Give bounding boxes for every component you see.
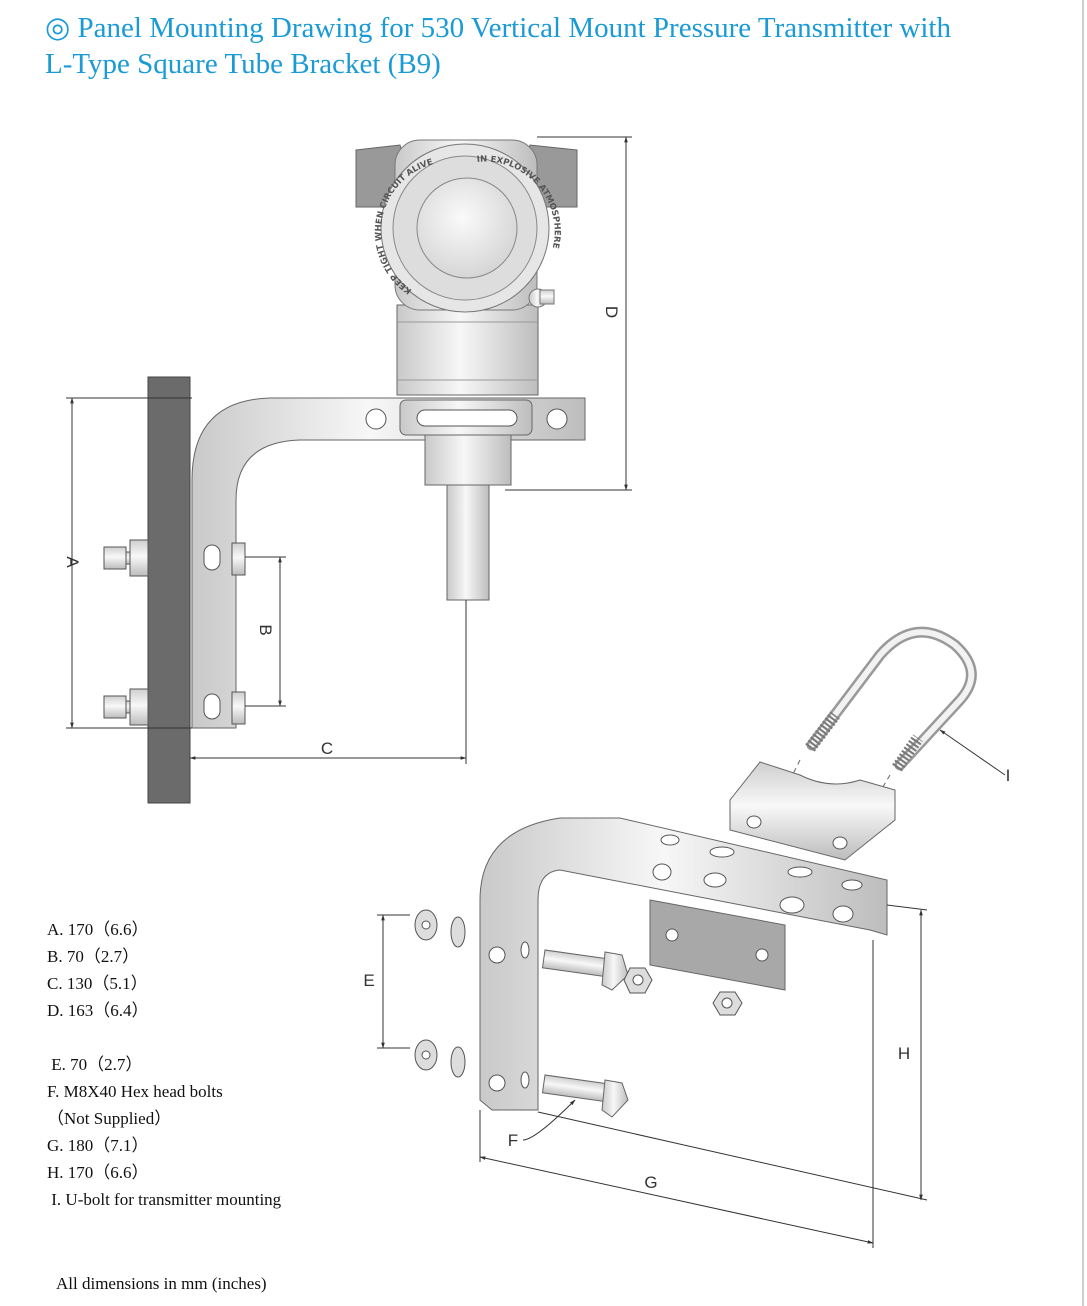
title-line-2: L-Type Square Tube Bracket (B9) [45,48,441,80]
legend-item-h: H. 170（6.6） [47,1163,149,1182]
dimension-lines-exploded [377,729,1006,1248]
dim-label-g: G [644,1173,657,1192]
legend-item-e: E. 70（2.7） [47,1055,143,1074]
exploded-view: E F G H I [363,626,1011,1248]
pressure-transmitter: KEEP TIGHT WHEN CIRCUIT ALIVE IN EXPLOSI… [355,139,578,601]
hex-bolt-upper [541,949,653,994]
hex-bolt-lower [541,1074,629,1118]
dimension-legend: A. 170（6.6） B. 70（2.7） C. 130（5.1） D. 16… [47,916,281,1213]
nut-plate [712,991,743,1016]
side-view: KEEP TIGHT WHEN CIRCUIT ALIVE IN EXPLOSI… [63,136,632,804]
legend-item-c: C. 130（5.1） [47,974,148,993]
u-bolt-clamp [729,761,896,861]
dimension-lines-side [66,136,632,764]
dim-label-i: I [1006,766,1011,785]
l-bracket-side [191,397,586,729]
legend-item-f: F. M8X40 Hex head bolts [47,1082,223,1101]
page-edge-divider [1082,0,1084,1306]
dim-label-d: D [602,306,621,318]
l-bracket-exploded [479,817,888,1111]
nuts-washers [414,909,466,1078]
dim-label-a: A [63,556,82,568]
page-title: ◎ Panel Mounting Drawing for 530 Vertica… [45,10,1045,82]
dim-label-f: F [508,1131,518,1150]
dim-label-e: E [363,971,374,990]
backing-plate [649,899,786,991]
legend-item-d: D. 163（6.4） [47,1001,149,1020]
legend-item-g: G. 180（7.1） [47,1136,149,1155]
mounting-panel [147,376,191,804]
u-bolt [806,626,977,771]
legend-item-i: I. U-bolt for transmitter mounting [47,1190,282,1209]
title-line-1: ◎ Panel Mounting Drawing for 530 Vertica… [45,12,951,44]
legend-item-b: B. 70（2.7） [47,947,140,966]
units-footnote: All dimensions in mm (inches) [56,1274,267,1293]
panel-bolt-upper [103,539,246,577]
legend-item-f-note: （Not Supplied） [47,1109,172,1128]
dim-label-c: C [321,739,333,758]
dim-label-h: H [898,1044,910,1063]
legend-item-a: A. 170（6.6） [47,920,149,939]
panel-bolt-lower [103,688,246,726]
legend-spacer [47,1024,281,1051]
dim-label-b: B [256,624,275,635]
